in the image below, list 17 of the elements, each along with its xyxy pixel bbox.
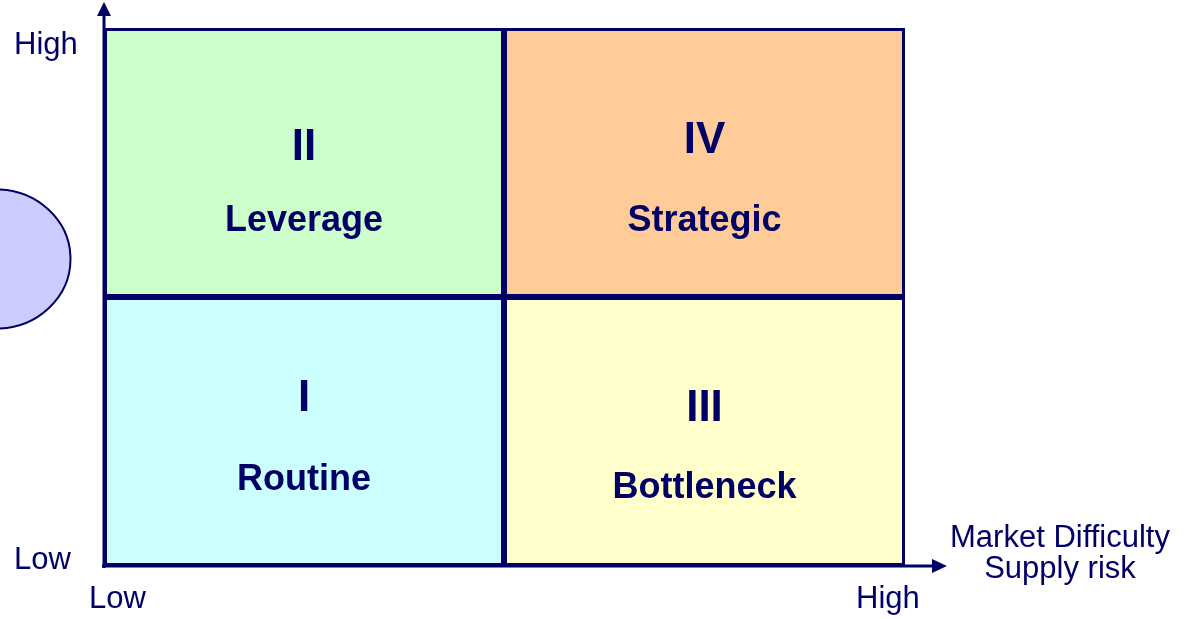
quadrant-box [504,28,905,297]
axis-label: High [14,28,78,59]
quadrant-numeral: II [290,123,318,167]
quadrant-title: Bottleneck [611,468,798,504]
axis-label: Market Difficulty Supply risk [949,521,1171,583]
quadrant-title: Leverage [223,201,385,237]
quadrant-box [504,297,905,566]
quadrant-box [104,297,504,566]
quadrant-numeral: III [685,384,724,428]
quadrant-title: Strategic [626,201,783,237]
axis-label: Low [89,582,146,613]
axis-label: Low [14,543,71,574]
quadrant-box [104,28,504,297]
quadrant-title: Routine [236,460,372,496]
quadrant-numeral: IV [682,116,727,160]
axis-label: High [856,582,920,613]
quadrant-numeral: I [296,374,312,418]
